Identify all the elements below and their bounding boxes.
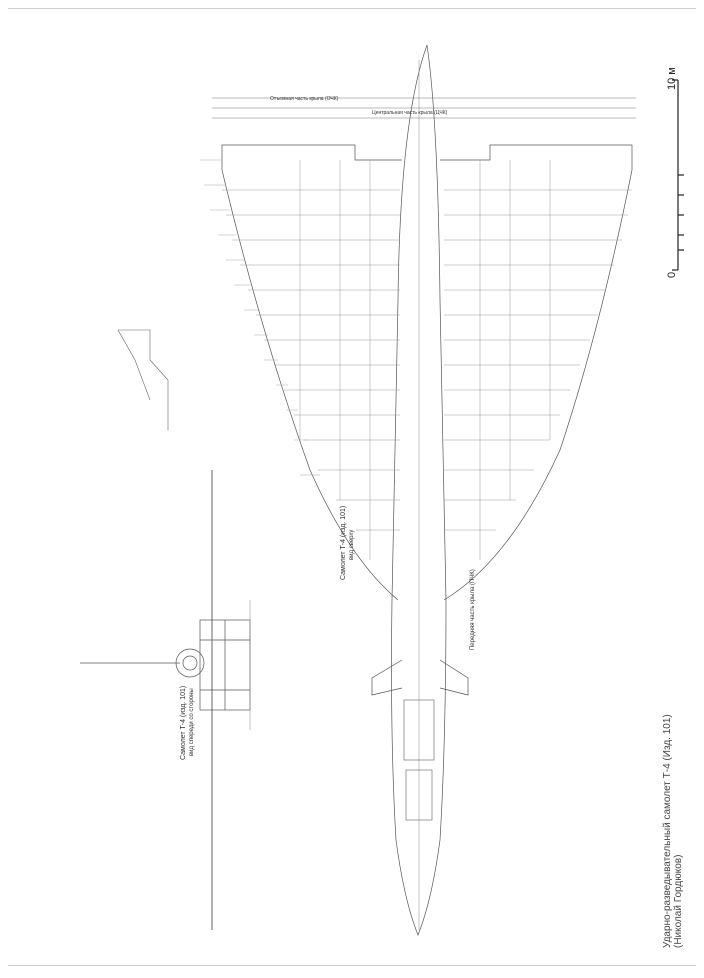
wing-outline <box>221 144 633 601</box>
top-rule <box>8 8 696 9</box>
front-view <box>80 470 251 930</box>
plan-view-title: Самолет Т-4 (изд. 101) <box>340 505 347 580</box>
center-wing-label: Центральная часть крыла (ЦЧК) <box>372 110 448 116</box>
bottom-rule <box>8 965 696 966</box>
wing-ribs-right <box>444 160 632 560</box>
wing-root-label: Передняя часть крыла (ПЧК) <box>470 569 476 650</box>
outer-wing-label: Отъемная часть крыла (ОЧК) <box>270 96 339 102</box>
front-view-subtitle: вид спереди со стороны <box>189 688 195 756</box>
leading-edge-ticks <box>200 159 320 476</box>
plan-view-subtitle: вид сверху <box>349 529 355 560</box>
fuselage-outline <box>391 44 447 936</box>
canard-fins <box>371 659 469 696</box>
scale-max-label: 10 м <box>666 67 678 90</box>
plan-view <box>212 44 636 936</box>
caption-author: (Николай Гордюков) <box>673 854 684 948</box>
wing-ribs-left <box>222 160 400 560</box>
detail-sketch <box>117 329 169 430</box>
front-view-title: Самолет Т-4 (изд. 101) <box>180 685 187 760</box>
scale-zero-label: 0 <box>666 271 678 278</box>
scale-bar <box>672 79 684 271</box>
